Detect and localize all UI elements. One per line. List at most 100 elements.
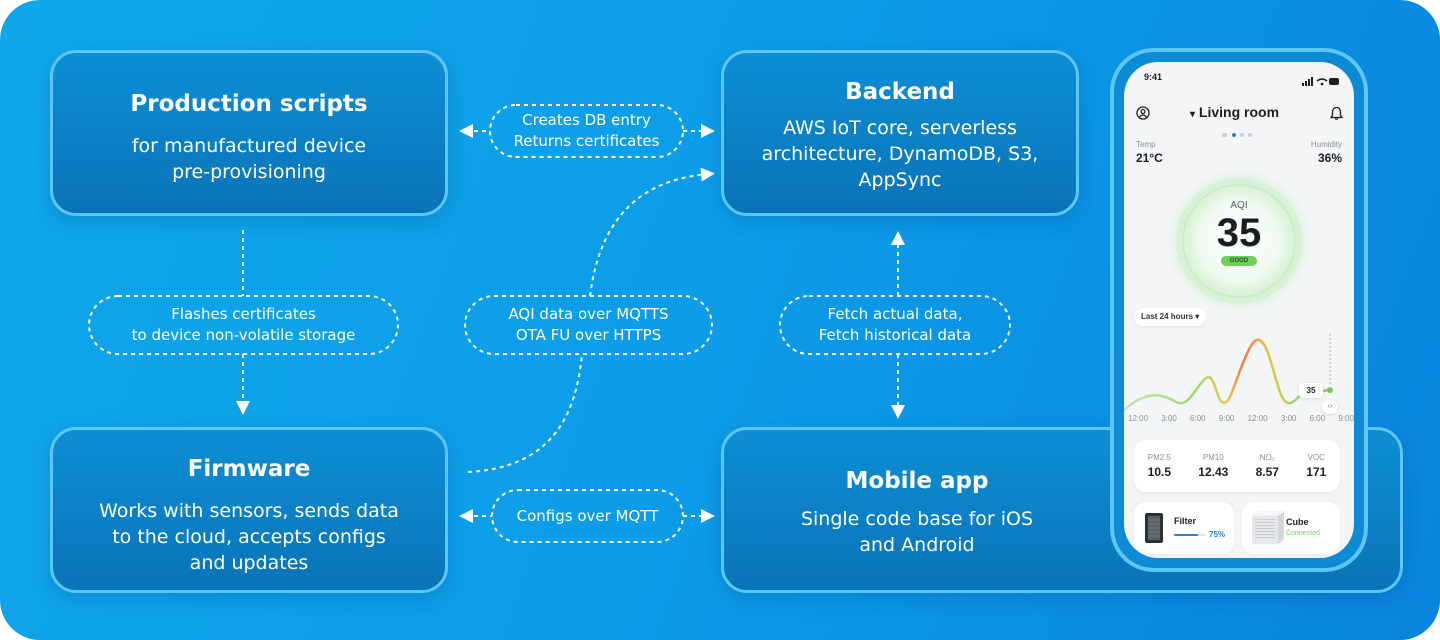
backend-body: AWS IoT core, serverless architecture, D… — [724, 115, 1076, 193]
pill-db — [489, 104, 684, 158]
time-tick: 9:00 — [1338, 414, 1354, 423]
pill-aqi — [464, 295, 713, 355]
chart-value-badge: 35 — [1299, 383, 1323, 398]
time-tick: 3:00 — [1161, 414, 1177, 423]
pill-configs-text: Configs over MQTT — [492, 506, 683, 527]
backend-line3: AppSync — [858, 169, 942, 191]
pill-aqi-line1: AQI data over MQTTS — [508, 305, 669, 323]
aqi-label: AQI — [1230, 200, 1248, 211]
metric-value: 10.5 — [1147, 465, 1171, 479]
room-name: Living room — [1198, 104, 1280, 120]
firmware-line2: to the cloud, accepts configs — [112, 526, 386, 548]
aqi-value: 35 — [1216, 211, 1262, 255]
metric-voc[interactable]: VOC 171 — [1306, 453, 1326, 479]
range-label: Last 24 hours — [1141, 312, 1194, 321]
firmware-body: Works with sensors, sends data to the cl… — [53, 498, 445, 576]
metric-value: 8.57 — [1255, 465, 1279, 479]
production-line1: for manufactured device — [131, 135, 367, 157]
metric-pm25[interactable]: PM2.5 10.5 — [1148, 453, 1171, 479]
pill-fetch-line1: Fetch actual data, — [827, 305, 963, 323]
page-dots — [1222, 125, 1258, 143]
filter-bar-fill — [1174, 534, 1198, 536]
pill-configs-line1: Configs over MQTT — [516, 507, 659, 525]
humidity-value: 36% — [1317, 151, 1342, 165]
room-selector[interactable]: ▾ Living room — [1190, 104, 1300, 120]
pill-fetch-line2: Fetch historical data — [818, 326, 972, 344]
temp-label: Temp — [1136, 140, 1156, 149]
production-body: for manufactured device pre-provisioning — [53, 133, 445, 185]
aqi-gauge — [1164, 166, 1314, 316]
time-tick: 3:00 — [1280, 414, 1297, 423]
pill-fetch-text: Fetch actual data, Fetch historical data — [780, 304, 1010, 346]
cube-device-icon — [1252, 511, 1284, 544]
scrub-handle-icon[interactable]: ‹› — [1322, 400, 1338, 414]
metric-value: 12.43 — [1198, 465, 1229, 479]
backend-line2: architecture, DynamoDB, S3, — [761, 143, 1039, 165]
arrow-aqi-upper — [589, 167, 715, 297]
filter-percent: 75% — [1209, 530, 1226, 539]
status-time: 9:41 — [1144, 72, 1163, 82]
firmware-line1: Works with sensors, sends data — [99, 500, 399, 522]
pill-flash-text: Flashes certificates to device non-volat… — [89, 304, 398, 346]
pill-db-line2: Returns certificates — [513, 132, 660, 150]
metric-no2[interactable]: NO₂ 8.57 — [1256, 453, 1279, 479]
pill-flash-line2: to device non-volatile storage — [131, 326, 356, 344]
filter-icon — [1145, 513, 1163, 543]
time-axis: 12:00 3:00 6:00 9:00 12:00 3:00 6:00 9:0… — [1128, 414, 1354, 423]
filter-card[interactable]: Filter 75% — [1134, 502, 1234, 554]
firmware-title: Firmware — [187, 456, 311, 482]
metric-label: NO₂ — [1259, 453, 1275, 462]
aqi-halo — [1165, 167, 1313, 315]
mobile-line2: and Android — [859, 534, 975, 556]
pill-db-line1: Creates DB entry — [522, 111, 651, 129]
pill-fetch — [779, 295, 1011, 355]
mobile-title: Mobile app — [845, 468, 989, 494]
backend-line1: AWS IoT core, serverless — [783, 117, 1017, 139]
mobile-line1: Single code base for iOS — [800, 508, 1034, 530]
time-tick: 6:00 — [1190, 414, 1206, 423]
production-line2: pre-provisioning — [172, 161, 326, 183]
phone-mockup: 9:41 ▾ Living room — [1110, 48, 1368, 572]
metric-value: 171 — [1306, 465, 1327, 479]
filter-bar-track — [1174, 534, 1206, 536]
trend-line — [1124, 338, 1332, 412]
metric-pm10[interactable]: PM10 12.43 — [1198, 453, 1228, 479]
firmware-box: Firmware Works with sensors, sends data … — [50, 427, 448, 593]
signal-wifi-battery-icon — [1302, 77, 1339, 86]
now-point — [1327, 387, 1333, 393]
pill-db-text: Creates DB entry Returns certificates — [490, 110, 683, 152]
cube-card[interactable]: Cube Connected — [1242, 502, 1340, 554]
backend-title: Backend — [845, 79, 955, 105]
backend-box: Backend AWS IoT core, serverless archite… — [721, 50, 1079, 216]
metric-label: VOC — [1307, 453, 1325, 462]
pill-aqi-line2: OTA FU over HTTPS — [515, 326, 662, 344]
time-tick: 12:00 — [1128, 414, 1149, 423]
time-tick: 12:00 — [1247, 414, 1268, 423]
production-scripts-box: Production scripts for manufactured devi… — [50, 50, 448, 216]
humidity-label: Humidity — [1310, 140, 1342, 149]
arrow-aqi-lower — [467, 353, 583, 473]
range-dropdown[interactable]: Last 24 hours ▾ — [1134, 308, 1207, 326]
profile-icon[interactable] — [1136, 106, 1150, 125]
time-tick: 9:00 — [1218, 414, 1235, 423]
metric-label: PM2.5 — [1147, 453, 1171, 462]
mobile-body: Single code base for iOS and Android — [724, 506, 1110, 558]
production-title: Production scripts — [130, 91, 368, 117]
cube-status: Connected — [1286, 530, 1320, 537]
filter-label: Filter — [1174, 516, 1197, 526]
pill-flash-line1: Flashes certificates — [171, 305, 316, 323]
metric-label: PM10 — [1202, 453, 1224, 462]
firmware-line3: and updates — [189, 552, 309, 574]
temp-value: 21°C — [1136, 151, 1163, 165]
metrics-card: PM2.5 10.5 PM10 12.43 NO₂ 8.57 VOC 171 — [1134, 440, 1340, 492]
time-tick: 6:00 — [1309, 414, 1326, 423]
aqi-status-badge: GOOD — [1221, 256, 1257, 266]
phone-screen: 9:41 ▾ Living room — [1124, 62, 1354, 558]
bell-icon[interactable] — [1329, 106, 1344, 125]
cube-label: Cube — [1286, 517, 1309, 527]
chevron-down-icon: ▾ — [1195, 312, 1200, 321]
status-icons — [1302, 73, 1340, 91]
pill-aqi-text: AQI data over MQTTS OTA FU over HTTPS — [465, 304, 712, 346]
